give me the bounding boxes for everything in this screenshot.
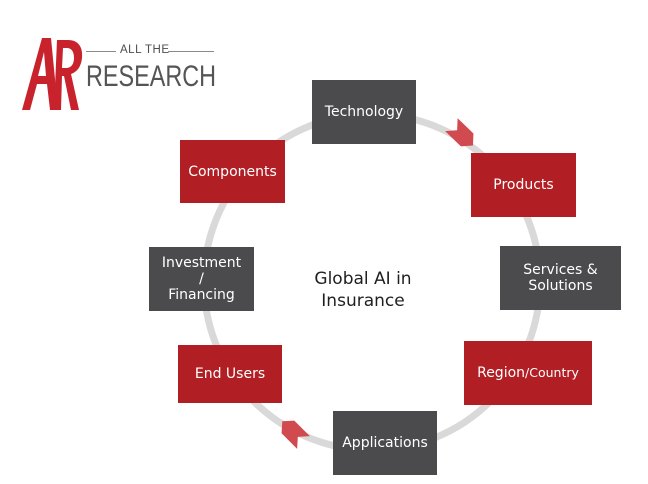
node-country-label: /Country [525, 365, 579, 380]
node-technology: Technology [312, 80, 416, 144]
logo-rule-right [168, 51, 214, 52]
cycle-arrow-return [281, 420, 310, 449]
node-investment-financing: Investment / Financing [149, 247, 254, 311]
node-applications: Applications [333, 411, 437, 475]
diagram-center-title: Global AI in Insurance [314, 269, 412, 311]
node-products: Products [471, 153, 576, 217]
logo-main-text: RESEARCH [86, 60, 217, 93]
logo-rule-left [86, 51, 116, 52]
node-end-users: End Users [178, 345, 282, 403]
cycle-arrow-clockwise [445, 118, 474, 147]
node-region-country: Region/Country [464, 341, 592, 405]
logo-top-text: ALL THE [120, 44, 170, 56]
node-components: Components [180, 140, 285, 203]
node-services-solutions: Services & Solutions [500, 246, 621, 310]
all-the-research-logo: ALL THE RESEARCH [22, 36, 217, 112]
ar-logo-mark [22, 38, 83, 110]
node-region-label: Region [477, 365, 526, 381]
